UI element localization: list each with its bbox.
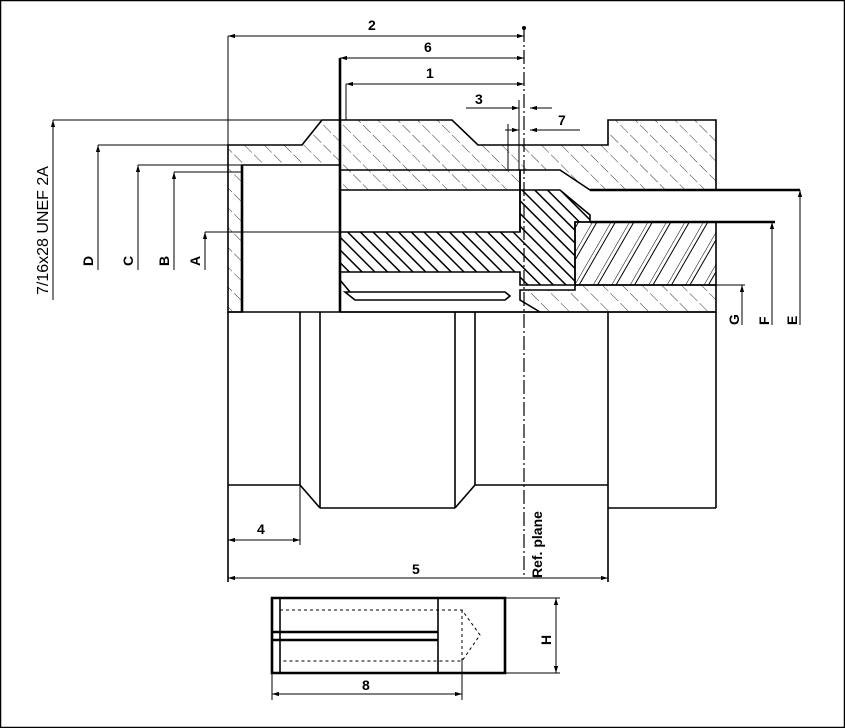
cable bbox=[574, 221, 717, 286]
dim-A: A bbox=[187, 256, 203, 266]
dim-B: B bbox=[156, 256, 172, 266]
dim-4: 4 bbox=[257, 521, 265, 537]
right-dimensions: E F G bbox=[716, 190, 803, 325]
dim-8: 8 bbox=[362, 677, 370, 693]
insulator-lower bbox=[519, 284, 717, 313]
pin-detail: H 8 bbox=[270, 596, 560, 700]
dim-1: 1 bbox=[426, 65, 434, 81]
dim-C: C bbox=[120, 256, 136, 266]
dim-5: 5 bbox=[412, 561, 420, 577]
dim-2: 2 bbox=[368, 17, 376, 33]
thread-label: 7/16x28 UNEF 2A bbox=[35, 166, 52, 295]
dim-7: 7 bbox=[558, 112, 566, 128]
horizontal-dimensions: 2 6 1 3 7 4 5 bbox=[227, 17, 608, 581]
dim-3: 3 bbox=[475, 91, 483, 107]
section-view bbox=[227, 58, 800, 313]
contact-pin bbox=[339, 189, 591, 286]
dim-H: H bbox=[538, 635, 554, 645]
dim-E: E bbox=[784, 316, 800, 325]
ref-plane-label: Ref. plane bbox=[529, 511, 545, 578]
dim-6: 6 bbox=[424, 39, 432, 55]
dim-G: G bbox=[726, 314, 742, 325]
left-dimensions: 7/16x28 UNEF 2A D C B A bbox=[35, 119, 340, 300]
dim-F: F bbox=[756, 316, 772, 325]
outer-view bbox=[227, 311, 717, 582]
dim-D: D bbox=[80, 256, 96, 266]
